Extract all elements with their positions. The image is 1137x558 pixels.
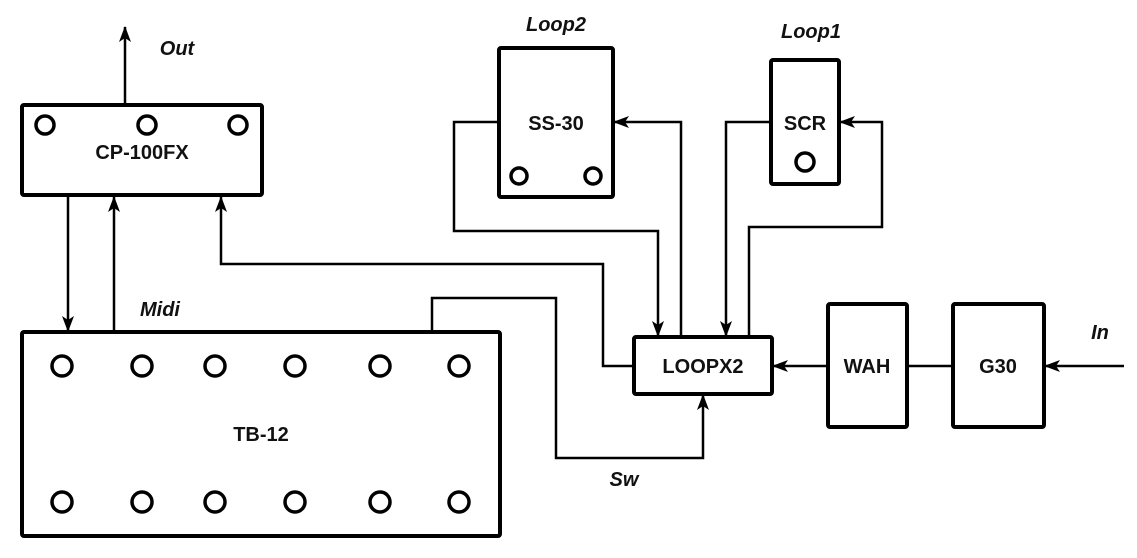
device-g30[interactable]: G30 bbox=[951, 302, 1046, 429]
loopx2-label: LOOPX2 bbox=[662, 356, 743, 378]
wah-box bbox=[826, 302, 909, 429]
tb12-label: TB-12 bbox=[233, 424, 289, 446]
footswitch-icon bbox=[203, 354, 227, 378]
cp100fx-label: CP-100FX bbox=[95, 142, 189, 164]
footswitch-icon bbox=[50, 490, 74, 514]
cp100fx-box bbox=[20, 103, 264, 197]
loop2-label: Loop2 bbox=[526, 14, 586, 36]
knob-icon bbox=[794, 151, 816, 173]
wire-scr-send bbox=[747, 116, 884, 337]
footswitch-icon bbox=[50, 354, 74, 378]
device-ss30[interactable]: SS-30 bbox=[497, 46, 615, 199]
footswitch-icon bbox=[130, 354, 154, 378]
footswitch-icon bbox=[447, 490, 471, 514]
g30-label: G30 bbox=[979, 356, 1017, 378]
sw-label: Sw bbox=[610, 469, 640, 491]
footswitch-icon bbox=[368, 354, 392, 378]
knob-icon bbox=[136, 114, 158, 136]
wah-label: WAH bbox=[844, 356, 891, 378]
in-label: In bbox=[1091, 322, 1109, 344]
wire-loopx2-to-cp bbox=[215, 196, 634, 368]
knob-icon bbox=[227, 114, 249, 136]
wire-scr-return bbox=[720, 120, 771, 337]
footswitch-icon bbox=[203, 490, 227, 514]
footswitch-icon bbox=[447, 354, 471, 378]
scr-box bbox=[769, 58, 841, 186]
device-tb12[interactable]: TB-12 bbox=[20, 330, 502, 538]
scr-label: SCR bbox=[784, 113, 827, 135]
loop1-label: Loop1 bbox=[781, 21, 841, 43]
tb12-box bbox=[20, 330, 502, 538]
knob-icon bbox=[583, 166, 603, 186]
ss30-label: SS-30 bbox=[528, 113, 584, 135]
g30-box bbox=[951, 302, 1046, 429]
knob-icon bbox=[509, 166, 529, 186]
knob-icon bbox=[34, 114, 56, 136]
loopx2-box bbox=[632, 335, 774, 396]
footswitch-icon bbox=[283, 354, 307, 378]
footswitch-icon bbox=[283, 490, 307, 514]
ss30-box bbox=[497, 46, 615, 199]
device-scr[interactable]: SCR bbox=[769, 58, 841, 186]
out-label: Out bbox=[160, 38, 196, 60]
midi-label: Midi bbox=[140, 299, 180, 321]
wire-ss30-send bbox=[613, 116, 683, 337]
device-wah[interactable]: WAH bbox=[826, 302, 909, 429]
wire-sw bbox=[430, 296, 709, 460]
footswitch-icon bbox=[130, 490, 154, 514]
wire-ss30-return bbox=[452, 120, 664, 337]
device-cp100fx[interactable]: CP-100FX bbox=[20, 103, 264, 197]
footswitch-icon bbox=[368, 490, 392, 514]
device-loopx2[interactable]: LOOPX2 bbox=[632, 335, 774, 396]
